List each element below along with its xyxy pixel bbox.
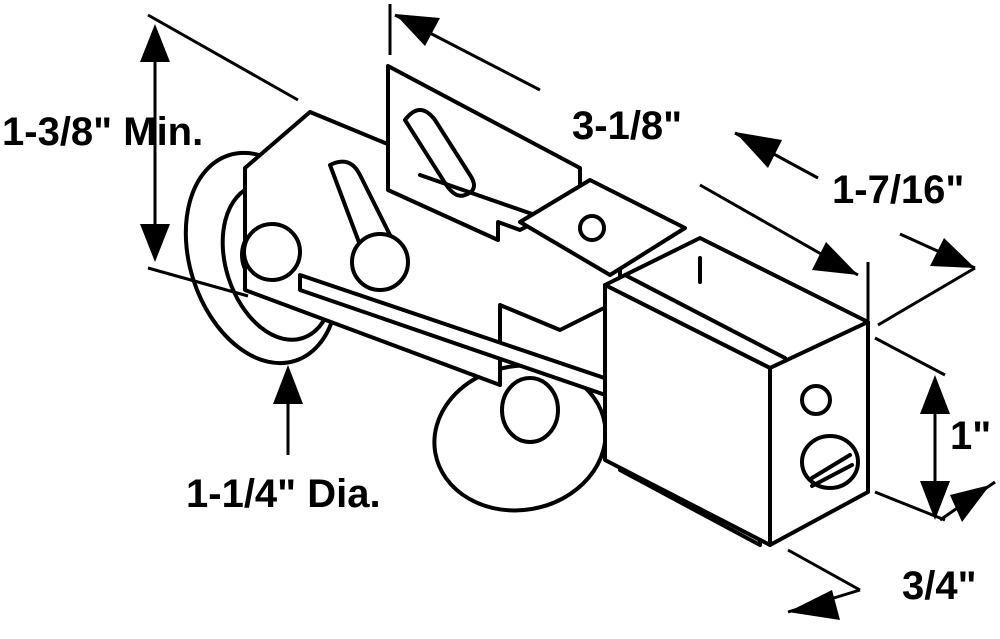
body-box	[603, 236, 870, 547]
dimension-label-height-min: 1-3/8" Min.	[2, 110, 204, 154]
side-plate	[242, 110, 622, 387]
dim-body-height-arrows	[874, 336, 950, 522]
dim-body-width-arrows	[787, 480, 996, 620]
dimension-label-body-height: 1"	[950, 414, 992, 458]
dimension-label-wheel-diameter: 1-1/4" Dia.	[186, 472, 381, 516]
dimension-label-width: 1-7/16"	[832, 168, 965, 212]
dimension-label-overall-length: 3-1/8"	[572, 104, 683, 148]
dim-height-arrows	[140, 13, 299, 298]
slider-plate	[386, 64, 582, 242]
dim-width-arrows	[699, 131, 976, 327]
dimension-label-body-width: 3/4"	[902, 564, 977, 608]
dim-wheel-arrow	[273, 365, 303, 455]
dim-length-arrows	[388, 4, 541, 92]
adjuster-tab	[518, 178, 687, 277]
